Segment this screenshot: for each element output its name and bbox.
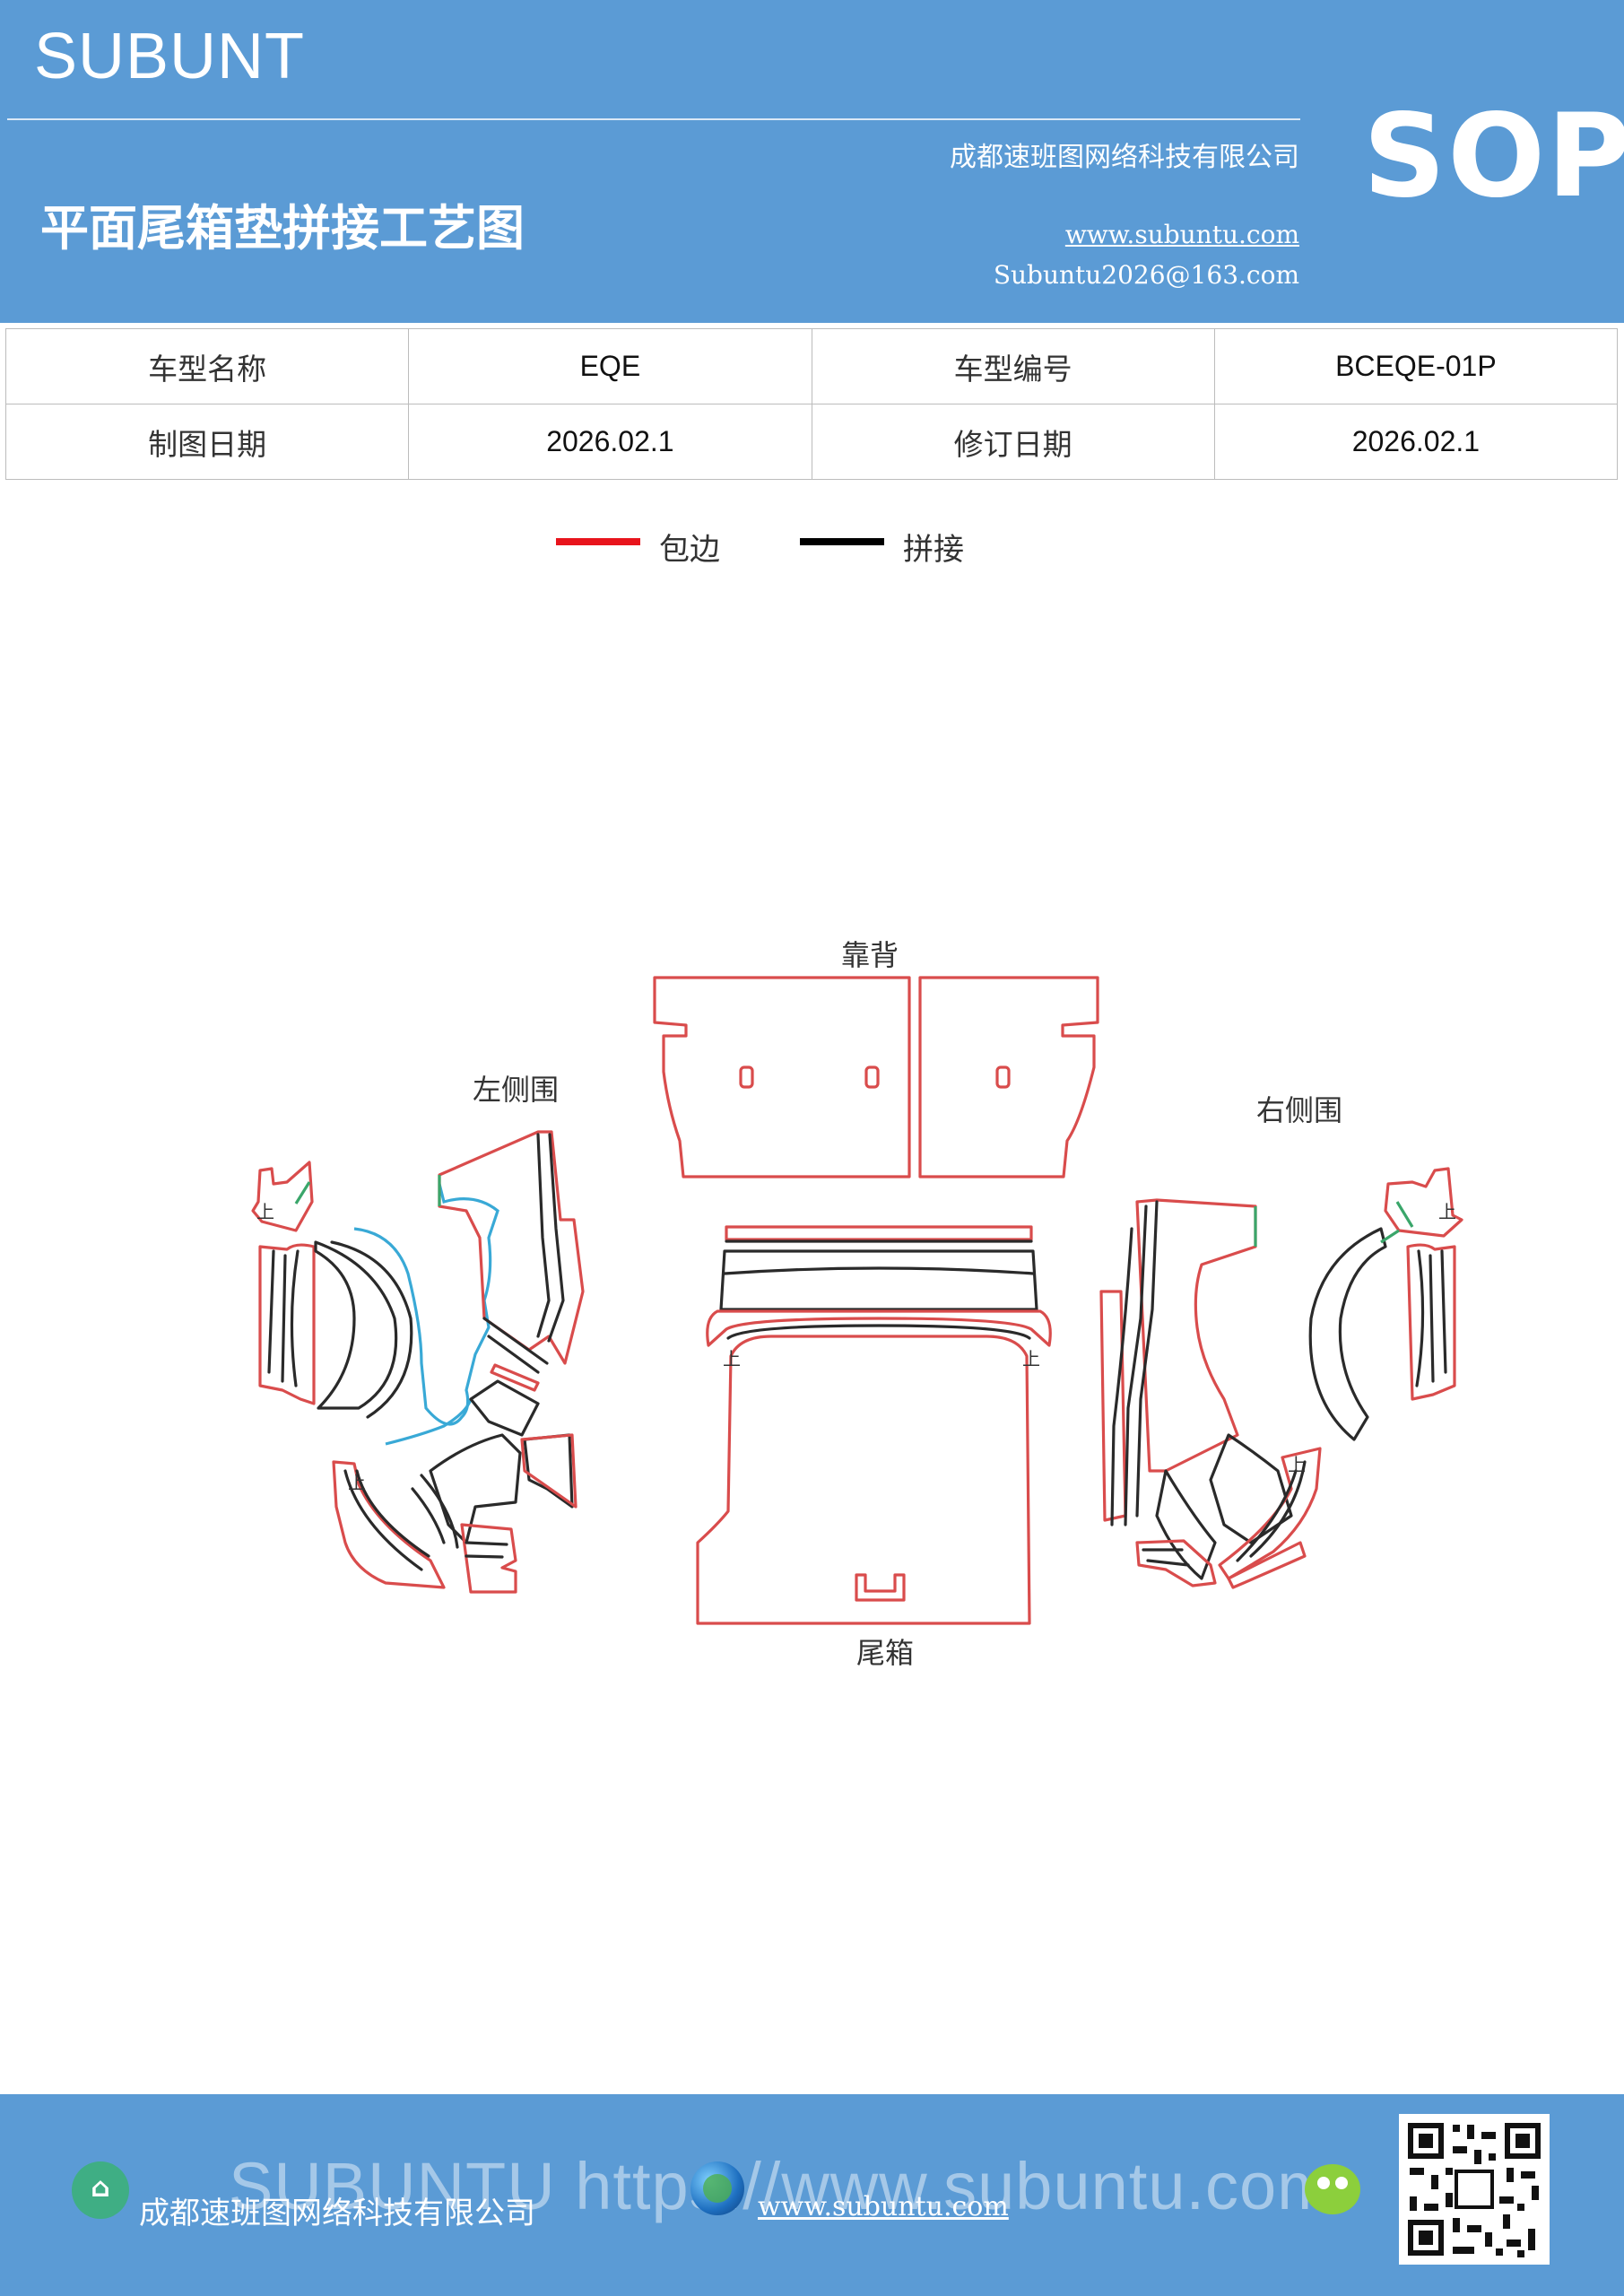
label-left-side: 左侧围 (473, 1073, 560, 1107)
trunk-handle-cutout (855, 1573, 906, 1602)
table-row: 车型名称 EQE 车型编号 BCEQE-01P (4, 328, 1619, 404)
right-panel-splice (1110, 1200, 1159, 1526)
model-name-value: EQE (408, 328, 812, 404)
right-bottom-splice (1236, 1460, 1307, 1562)
left-lower-piece (523, 1433, 574, 1509)
trunk-floor-panel (696, 1335, 1031, 1625)
qr-code (1399, 2114, 1550, 2265)
label-trunk: 尾箱 (856, 1636, 915, 1670)
left-bottom-splice (465, 1541, 508, 1559)
splice-line (723, 1266, 1035, 1275)
left-panel-splice (482, 1317, 549, 1374)
right-lower-piece (1155, 1469, 1217, 1580)
header-divider (7, 118, 1300, 120)
up-mark: 上 (723, 1348, 741, 1370)
model-name-label: 车型名称 (4, 328, 410, 404)
legend-swatch-red (556, 538, 640, 545)
backrest-right-panel (918, 976, 1099, 1178)
trunk-arch-strip (706, 1309, 1052, 1347)
right-bottom-tab (1135, 1539, 1217, 1587)
backrest-left-panel (653, 976, 911, 1178)
up-mark: 上 (256, 1201, 274, 1222)
email-address[interactable]: Subuntu2026@163.com (993, 260, 1299, 290)
company-name: 成都速班图网络科技有限公司 (950, 142, 1299, 173)
company-icon: ⌂ (72, 2161, 129, 2219)
footer-website-link[interactable]: www.subuntu.com (758, 2191, 1009, 2222)
model-code-label: 车型编号 (811, 328, 1215, 404)
left-bottom-curve (332, 1460, 446, 1589)
left-wheel-arch-inner (330, 1240, 413, 1419)
up-mark: 上 (1022, 1348, 1040, 1370)
backrest-slot (739, 1065, 754, 1089)
legend-swatch-black (800, 538, 884, 545)
legend-label: 包边 (659, 532, 720, 568)
brand-name: SUBUNT (34, 21, 306, 92)
left-main-side-panel (438, 1130, 585, 1365)
blue-seam (385, 1398, 473, 1446)
document-title: 平面尾箱垫拼接工艺图 (40, 200, 525, 257)
wechat-icon (1305, 2164, 1360, 2214)
right-arch-splice (1415, 1249, 1447, 1387)
left-panel-splice (536, 1133, 565, 1343)
label-backrest: 靠背 (841, 938, 899, 972)
left-lower-piece (429, 1433, 522, 1544)
header-banner: SUBUNT 平面尾箱垫拼接工艺图 成都速班图网络科技有限公司 www.subu… (0, 0, 1624, 323)
model-code-value: BCEQE-01P (1213, 328, 1619, 404)
backrest-slot (864, 1065, 880, 1089)
left-bottom-tab (460, 1523, 517, 1594)
left-lower-piece (411, 1474, 459, 1549)
legend-label: 拼接 (903, 532, 964, 568)
label-right-side: 右侧围 (1256, 1093, 1343, 1127)
footer-banner: SUBUNTU https://www.subuntu.com ⌂ 成都速班图网… (0, 2094, 1624, 2296)
legend-splice: 拼接 (800, 525, 1006, 570)
right-wheel-arch (1308, 1227, 1387, 1441)
globe-icon (690, 2161, 744, 2215)
up-mark: 上 (1288, 1454, 1306, 1475)
right-bottom-splice (1142, 1548, 1190, 1567)
table-row: 制图日期 2026.02.1 修订日期 2026.02.1 (4, 404, 1619, 480)
left-arch-outer (258, 1243, 316, 1405)
left-side-tab (520, 1433, 578, 1509)
up-mark: 上 (348, 1472, 366, 1493)
left-bottom-splice (343, 1469, 430, 1571)
footer-company-name: 成都速班图网络科技有限公司 (139, 2196, 535, 2231)
left-red-strip (490, 1363, 540, 1392)
splice-line (726, 1324, 1031, 1340)
drawing-date-value: 2026.02.1 (408, 404, 812, 480)
left-small-tab (251, 1161, 314, 1232)
right-curved-strip (1227, 1541, 1307, 1589)
legend-edge-binding: 包边 (556, 525, 762, 570)
green-seam (294, 1181, 311, 1205)
right-arch-outer (1406, 1243, 1456, 1401)
drawing-date-label: 制图日期 (4, 404, 410, 480)
left-arch-splice (267, 1249, 300, 1387)
right-lower-piece (1209, 1433, 1293, 1544)
left-lower-piece (469, 1379, 540, 1437)
trunk-top-band (719, 1249, 1038, 1311)
green-seam (1380, 1229, 1400, 1244)
revision-date-label: 修订日期 (811, 404, 1215, 480)
sop-badge: SOP (1363, 90, 1624, 223)
revision-date-value: 2026.02.1 (1213, 404, 1619, 480)
up-mark: 上 (1438, 1201, 1456, 1222)
footer-watermark: SUBUNTU https://www.subuntu.com (229, 2149, 1333, 2223)
backrest-slot (995, 1065, 1011, 1089)
blue-seam (353, 1183, 499, 1426)
vehicle-info-table: 车型名称 EQE 车型编号 BCEQE-01P 制图日期 2026.02.1 修… (4, 328, 1619, 480)
green-seam (1395, 1201, 1414, 1228)
website-link[interactable]: www.subuntu.com (1064, 220, 1299, 249)
left-wheel-arch (314, 1240, 398, 1410)
trunk-top-strip (725, 1225, 1033, 1241)
